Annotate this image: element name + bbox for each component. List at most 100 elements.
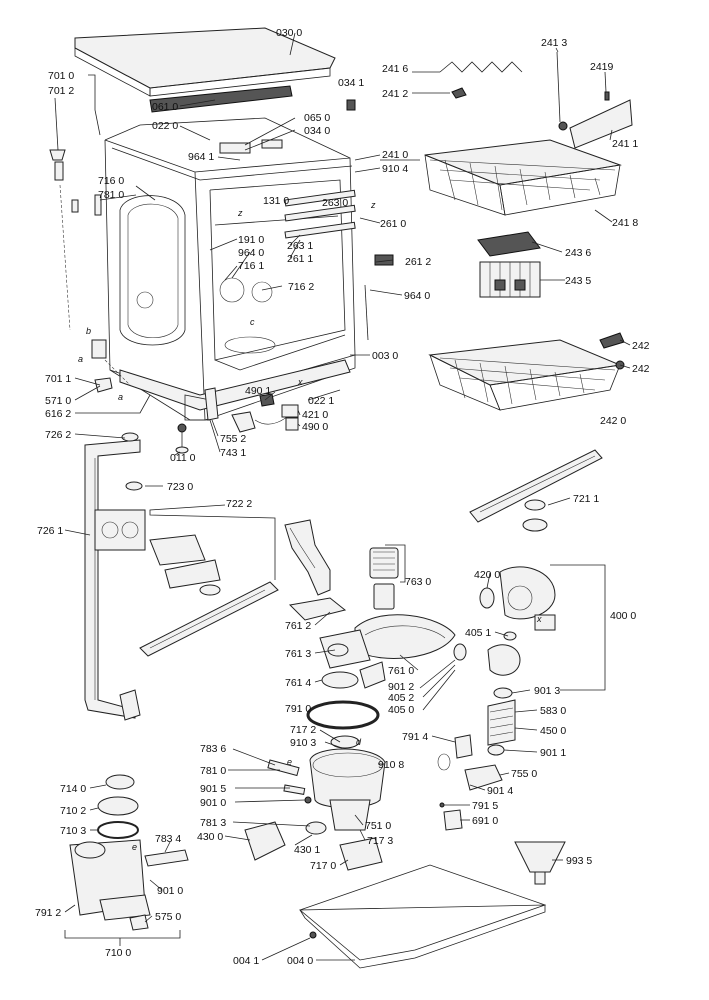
part-label: 716 2 xyxy=(288,281,314,293)
part-label: 901 5 xyxy=(200,783,226,795)
sump-cover-pipes xyxy=(284,519,331,596)
part-label: 616 2 xyxy=(45,408,71,420)
part-label: 030 0 xyxy=(276,27,302,39)
letter-mark: c xyxy=(250,317,255,327)
part-label: 717 3 xyxy=(367,835,393,847)
part-label: 755 0 xyxy=(511,768,537,780)
part-label: 004 1 xyxy=(233,955,259,967)
part-label: 405 0 xyxy=(388,704,414,716)
part-label: 241 2 xyxy=(382,88,408,100)
lower-spray-arm-assembly xyxy=(125,481,279,657)
part-label: 781 3 xyxy=(200,817,226,829)
part-label: 761 4 xyxy=(285,677,311,689)
part-label: 242 xyxy=(632,340,650,352)
top-small-parts xyxy=(219,99,356,154)
part-label: 011 0 xyxy=(170,452,196,464)
part-label: 263 1 xyxy=(287,240,313,252)
part-label: 791 0 xyxy=(285,703,311,715)
leader-lines xyxy=(54,32,631,961)
worktop xyxy=(74,27,336,97)
part-label: 061 0 xyxy=(152,101,178,113)
part-label: 910 3 xyxy=(290,737,316,749)
part-label: 421 0 xyxy=(302,409,328,421)
part-label: 755 2 xyxy=(220,433,246,445)
part-label: 791 4 xyxy=(402,731,428,743)
part-label: 241 0 xyxy=(382,149,408,161)
part-label: 751 0 xyxy=(365,820,391,832)
part-label: 261 0 xyxy=(380,218,406,230)
part-label: 191 0 xyxy=(238,234,264,246)
letter-mark: z xyxy=(237,208,243,218)
part-label: 022 1 xyxy=(308,395,334,407)
letter-mark: x xyxy=(297,377,303,387)
part-label: 791 5 xyxy=(472,800,498,812)
part-label: 490 1 xyxy=(245,385,271,397)
upper-basket xyxy=(424,139,622,216)
part-label: 430 0 xyxy=(197,831,223,843)
letter-mark: d xyxy=(356,737,362,747)
letter-mark: a xyxy=(118,392,123,402)
part-label: 716 1 xyxy=(238,260,264,272)
part-label: 034 0 xyxy=(304,125,330,137)
base-plate xyxy=(299,864,547,969)
part-label: 571 0 xyxy=(45,395,71,407)
part-label: 761 2 xyxy=(285,620,311,632)
letter-mark: e xyxy=(287,757,292,767)
part-label: 901 0 xyxy=(157,885,183,897)
top-bracket-strip xyxy=(149,85,293,113)
electrical-parts xyxy=(175,387,299,454)
gasket-ring xyxy=(306,700,380,730)
pump-motor xyxy=(437,566,556,831)
part-label: 710 3 xyxy=(60,825,86,837)
part-label: 583 0 xyxy=(540,705,566,717)
funnel xyxy=(514,841,566,885)
part-label: 242 0 xyxy=(600,415,626,427)
part-label: 781 0 xyxy=(200,765,226,777)
part-label: 430 1 xyxy=(294,844,320,856)
part-label: 901 3 xyxy=(534,685,560,697)
part-label: 716 0 xyxy=(98,175,124,187)
part-label: 964 1 xyxy=(188,151,214,163)
salt-container xyxy=(64,774,189,939)
letter-mark: z xyxy=(370,200,376,210)
part-label: 003 0 xyxy=(372,350,398,362)
part-label: 717 2 xyxy=(290,724,316,736)
part-label: 241 8 xyxy=(612,217,638,229)
part-number-labels: 030 0 034 1 701 0 701 2 061 0 065 0 022 … xyxy=(35,27,650,967)
part-label: 241 1 xyxy=(612,138,638,150)
part-label: 763 0 xyxy=(405,576,431,588)
part-label: 701 2 xyxy=(48,85,74,97)
part-label: 726 1 xyxy=(37,525,63,537)
part-label: 761 3 xyxy=(285,648,311,660)
letter-mark: e xyxy=(132,842,137,852)
part-label: 901 0 xyxy=(200,797,226,809)
part-label: 420 0 xyxy=(474,569,500,581)
part-label: 131 0 xyxy=(263,195,289,207)
part-label: 761 0 xyxy=(388,665,414,677)
part-label: 450 0 xyxy=(540,725,566,737)
part-label: 022 0 xyxy=(152,120,178,132)
part-label: 691 0 xyxy=(472,815,498,827)
part-label: 261 1 xyxy=(287,253,313,265)
part-label: 964 0 xyxy=(404,290,430,302)
part-label: 575 0 xyxy=(155,911,181,923)
part-label: 242 xyxy=(632,363,650,375)
supply-pipe xyxy=(84,432,146,721)
part-label: 901 2 xyxy=(388,681,414,693)
part-label: 714 0 xyxy=(60,783,86,795)
part-label: 910 8 xyxy=(378,759,404,771)
part-label: 723 0 xyxy=(167,481,193,493)
part-label: 405 2 xyxy=(388,692,414,704)
reference-letter-marks: b a a c x x z z d e e xyxy=(78,200,542,852)
part-label: 243 6 xyxy=(565,247,591,259)
part-label: 710 2 xyxy=(60,805,86,817)
letter-mark: a xyxy=(78,354,83,364)
part-label: 717 0 xyxy=(310,860,336,872)
part-label: 241 3 xyxy=(541,37,567,49)
cabinet-frame xyxy=(104,117,394,421)
lower-basket xyxy=(428,332,625,411)
part-label: 964 0 xyxy=(238,247,264,259)
part-label: 065 0 xyxy=(304,112,330,124)
letter-mark: b xyxy=(86,326,91,336)
part-label: 781 0 xyxy=(98,189,124,201)
